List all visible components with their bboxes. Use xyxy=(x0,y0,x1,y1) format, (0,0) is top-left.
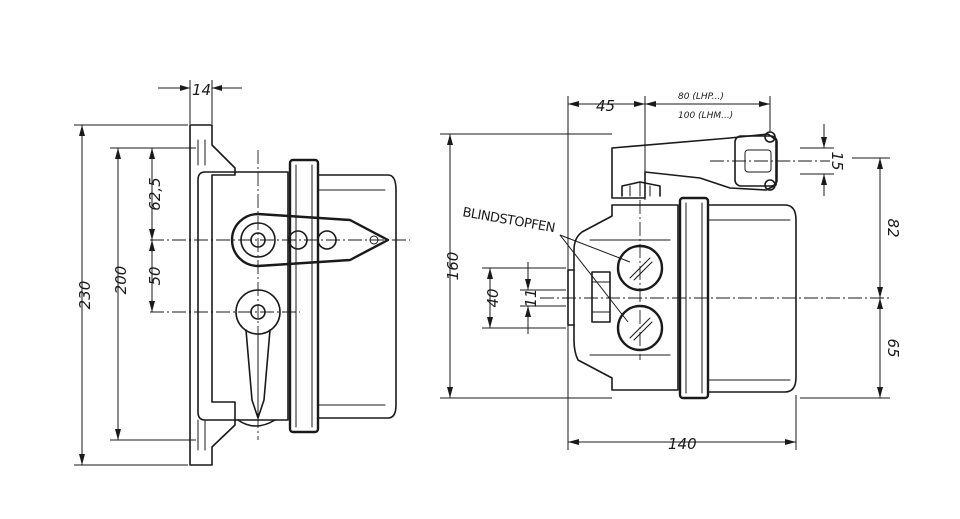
blindstopfen-label: BLINDSTOPFEN xyxy=(461,205,556,236)
dim-65: 65 xyxy=(884,338,902,357)
dim-45: 45 xyxy=(596,97,615,115)
front-view xyxy=(150,124,410,466)
dim-14: 14 xyxy=(192,81,211,99)
front-view-dimensions: 14 230 200 62,5 50 xyxy=(74,80,242,466)
side-rear-cover xyxy=(707,204,797,393)
housing-front xyxy=(573,204,679,391)
dim-140: 140 xyxy=(668,435,697,453)
mounting-flange xyxy=(189,124,236,466)
dim-80: 80 (LHP...) xyxy=(678,92,724,102)
cable-entry xyxy=(567,269,575,326)
dim-230: 230 xyxy=(76,281,94,310)
dim-11: 11 xyxy=(522,288,540,307)
rear-cover xyxy=(317,174,397,419)
dim-50: 50 xyxy=(146,266,164,285)
dim-200: 200 xyxy=(112,266,130,295)
switch-body xyxy=(197,171,289,421)
cover-band xyxy=(288,158,320,434)
dim-160: 160 xyxy=(444,252,462,281)
dim-82: 82 xyxy=(884,218,902,237)
dim-40: 40 xyxy=(484,288,502,307)
dim-15: 15 xyxy=(828,151,846,170)
side-view-dimensions: 45 80 (LHP...) 100 (LHM...) 15 82 65 xyxy=(440,92,902,453)
dim-100: 100 (LHM...) xyxy=(678,111,733,121)
dim-62-5: 62,5 xyxy=(146,177,164,210)
roller-lever xyxy=(611,133,777,199)
side-view xyxy=(540,131,890,400)
